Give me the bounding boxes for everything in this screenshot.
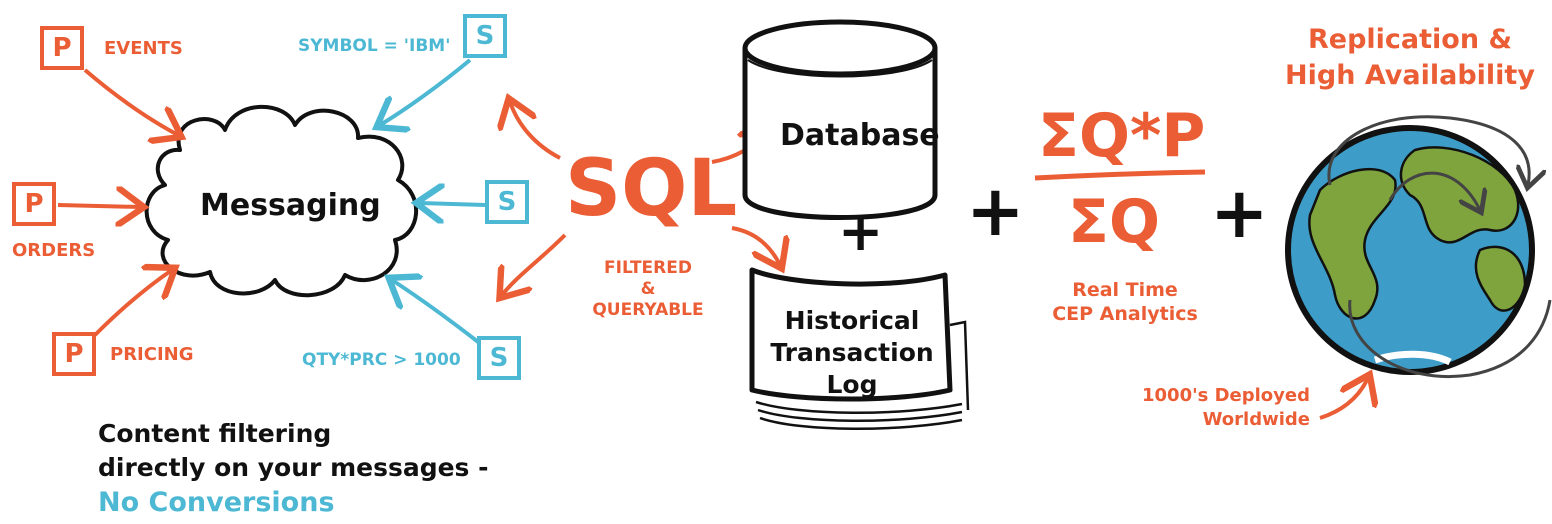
filtered-line-2: &	[640, 279, 656, 299]
orbit-arrow-3	[1348, 299, 1552, 378]
globe	[1285, 115, 1552, 378]
footer-line-3: No Conversions	[98, 487, 335, 518]
database-cylinder	[742, 19, 938, 220]
messaging-cloud	[144, 104, 418, 298]
footer-line-2: directly on your messages -	[98, 453, 489, 482]
analytics-line-1: Real Time	[1072, 279, 1178, 301]
filtered-line-3: QUERYABLE	[592, 300, 704, 320]
arrow-symbol	[380, 58, 472, 125]
analytics-label: Real Time CEP Analytics	[1040, 278, 1210, 326]
subscriber-box-qty: S	[477, 336, 521, 380]
arrow-events	[83, 68, 178, 135]
log-label: Historical Transaction Log	[762, 305, 942, 401]
arrow-sql-log	[731, 226, 780, 265]
log-document	[749, 267, 970, 431]
analytics-line-2: CEP Analytics	[1052, 303, 1198, 325]
subscriber-label-symbol: SYMBOL = 'IBM'	[298, 36, 451, 56]
arrow-subscriber-mid	[420, 203, 486, 205]
land-americas	[1308, 167, 1397, 320]
filtered-label: FILTERED & QUERYABLE	[588, 258, 708, 321]
formula-denominator: ΣQ	[1068, 187, 1160, 257]
database-label: Database	[780, 118, 940, 153]
orbit-arrow-1	[1327, 115, 1529, 185]
deployed-line-2: Worldwide	[1202, 409, 1310, 430]
filtered-line-1: FILTERED	[604, 258, 692, 278]
plus-database-log: +	[838, 200, 884, 263]
plus-formula: +	[966, 170, 1025, 252]
land-africa-east	[1474, 245, 1527, 312]
orbit-arrow-2	[1388, 171, 1480, 210]
log-line-2: Transaction	[770, 338, 934, 367]
sql-label: SQL	[565, 144, 738, 234]
arrow-pricing	[93, 270, 172, 337]
arrow-deployed	[1319, 378, 1368, 420]
publisher-box-pricing: P	[52, 332, 96, 376]
publisher-label-events: EVENTS	[104, 38, 183, 59]
replication-line-2: High Availability	[1285, 60, 1535, 91]
formula-numerator: ΣQ*P	[1038, 101, 1206, 171]
arrow-qty	[392, 280, 484, 347]
replication-label: Replication & High Availability	[1280, 22, 1540, 94]
publisher-box-events: P	[40, 26, 84, 70]
arrow-sql-downleft	[502, 233, 567, 295]
subscriber-label-qty: QTY*PRC > 1000	[302, 350, 461, 370]
deployed-line-1: 1000's Deployed	[1142, 385, 1310, 406]
publisher-box-orders: P	[12, 182, 56, 226]
log-line-1: Historical	[784, 306, 920, 335]
plus-globe: +	[1210, 172, 1269, 254]
messaging-label: Messaging	[200, 188, 381, 223]
publisher-label-orders: ORDERS	[12, 240, 96, 261]
log-line-3: Log	[826, 370, 878, 399]
deployed-label: 1000's Deployed Worldwide	[1124, 384, 1310, 432]
arrow-sql-upleft	[510, 102, 561, 160]
footer-line-1: Content filtering	[98, 419, 332, 448]
subscriber-box-mid: S	[485, 180, 529, 224]
subscriber-box-symbol: S	[463, 14, 507, 58]
formula-bar	[1034, 169, 1206, 181]
arrow-orders	[57, 205, 140, 207]
publisher-label-pricing: PRICING	[110, 344, 194, 365]
replication-line-1: Replication &	[1307, 24, 1513, 55]
